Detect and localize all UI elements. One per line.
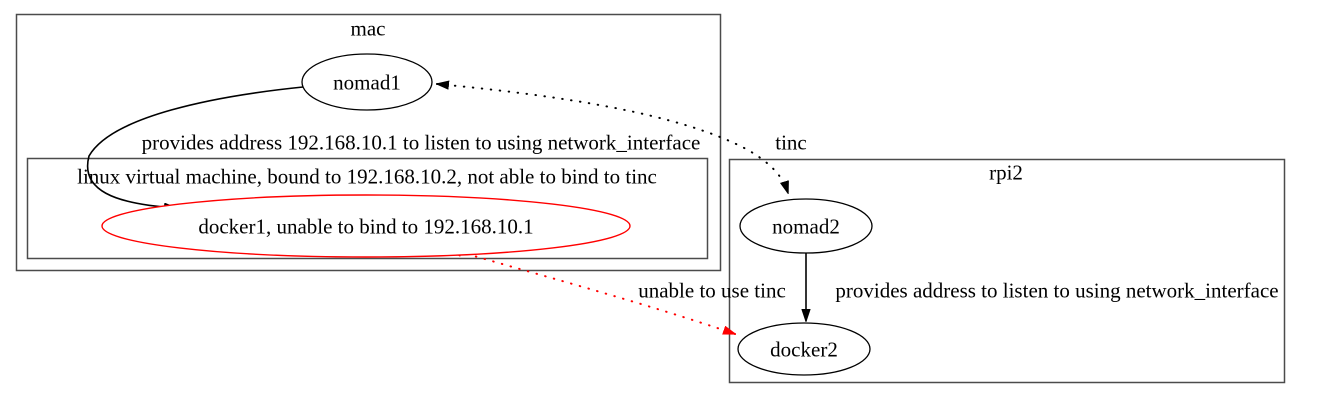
node-docker2-ellipse	[737, 322, 871, 376]
node-nomad1-ellipse	[301, 53, 433, 111]
edge-nomad1-nomad2-tinc	[437, 84, 789, 193]
node-nomad2-label: nomad2	[772, 214, 840, 239]
cluster-linux-vm-label: linux virtual machine, bound to 192.168.…	[77, 164, 657, 189]
node-nomad2-ellipse	[739, 198, 873, 254]
edge-label-tinc: tinc	[775, 130, 807, 155]
edge-label-unable-to-use-tinc: unable to use tinc	[638, 278, 786, 303]
edge-label-provides-address: provides address to listen to using netw…	[835, 278, 1279, 303]
node-docker1-label: docker1, unable to bind to 192.168.10.1	[198, 214, 534, 239]
node-docker1-ellipse	[101, 194, 631, 258]
cluster-linux-vm-box	[26, 157, 709, 260]
edge-nomad1-docker1	[86, 86, 304, 208]
node-docker2-label: docker2	[770, 337, 838, 362]
cluster-mac-label: mac	[350, 16, 386, 41]
edge-label-provides-192-168-10-1: provides address 192.168.10.1 to listen …	[141, 130, 701, 155]
cluster-rpi2-label: rpi2	[989, 160, 1023, 185]
node-nomad1-label: nomad1	[333, 70, 401, 95]
